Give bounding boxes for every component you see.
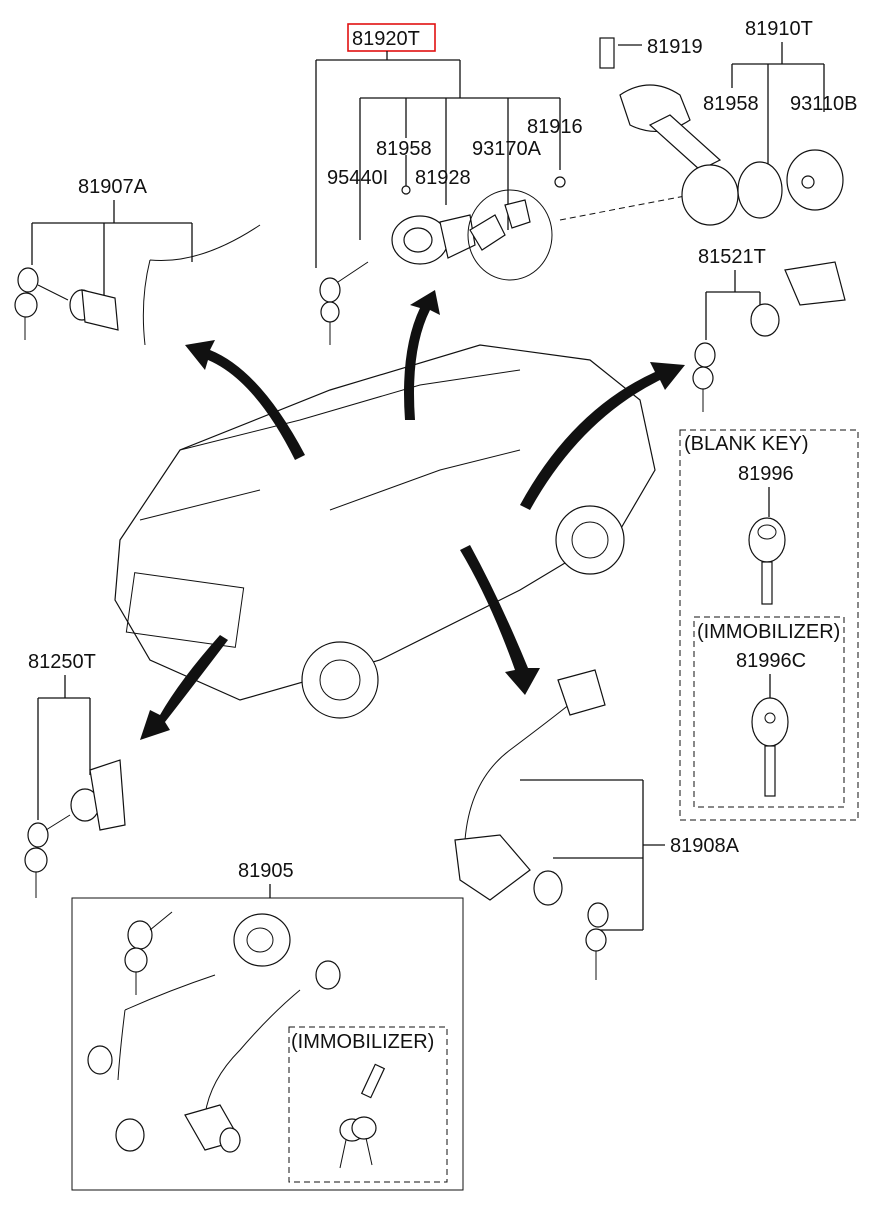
immobilizer-coil-icon (467, 189, 553, 281)
arrow-to-81908A (460, 545, 540, 695)
tailgate-key-icon (24, 814, 71, 898)
key-cylinder-icon (786, 149, 844, 211)
kit-ignition-cylinder-icon (233, 913, 291, 967)
door-rod-icon (142, 224, 261, 346)
label-81916[interactable]: 81916 (527, 116, 583, 138)
kit-box (71, 897, 464, 1191)
label-81910T[interactable]: 81910T (745, 18, 813, 40)
arrow-to-81521T (520, 362, 685, 510)
kit-fuel-cylinder-icon (315, 960, 341, 990)
door-handle-rod-icon (464, 669, 606, 841)
label-81521T[interactable]: 81521T (698, 246, 766, 268)
immobilizer-key-icon (751, 697, 789, 797)
label-81905[interactable]: 81905 (238, 860, 294, 882)
ignition-lock-cylinder-icon (391, 155, 476, 265)
label-81908A[interactable]: 81908A (670, 835, 740, 857)
label-81958-a[interactable]: 81958 (376, 138, 432, 160)
ignition-key-icon (319, 261, 369, 345)
label-81919[interactable]: 81919 (647, 36, 703, 58)
immobilizer-key-title: (IMMOBILIZER) (697, 621, 840, 643)
kit-door-cylinder-icon (87, 1045, 113, 1075)
arrow-to-81250T (140, 635, 228, 740)
highlight-box (347, 23, 436, 52)
steering-lock-housing-icon (619, 84, 783, 226)
kit-tailgate-cylinder-icon (115, 1118, 145, 1152)
driver-door-lock-icon (454, 834, 609, 980)
kit-key-icon (124, 911, 173, 995)
kit-rod-right-icon (204, 989, 301, 1116)
immobilizer-key-box (693, 616, 845, 808)
screw-icon (554, 176, 566, 188)
label-93170A[interactable]: 93170A (472, 138, 542, 160)
fuel-door-icon (784, 261, 846, 306)
fuel-lock-cylinder-icon (750, 303, 780, 337)
label-81996C[interactable]: 81996C (736, 650, 806, 672)
label-81996[interactable]: 81996 (738, 463, 794, 485)
tailgate-lock-cylinder-icon (70, 759, 126, 831)
label-81250T[interactable]: 81250T (28, 651, 96, 673)
door-lock-key-icon (14, 267, 69, 340)
label-81958-b[interactable]: 81958 (703, 93, 759, 115)
label-81928[interactable]: 81928 (415, 167, 471, 189)
blank-key-title: (BLANK KEY) (684, 433, 808, 455)
blank-key-icon (748, 517, 786, 605)
label-95440I[interactable]: 95440I (327, 167, 388, 189)
kit-immobilizer-title: (IMMOBILIZER) (291, 1031, 434, 1053)
vehicle-outline (114, 344, 656, 719)
bolt-icon (599, 37, 615, 69)
blank-key-box (679, 429, 859, 821)
kit-rod-left-icon (117, 974, 216, 1081)
immobilizer-keyset-icon (339, 1063, 386, 1169)
label-81907A[interactable]: 81907A (78, 176, 148, 198)
arrow-to-81920T (404, 290, 440, 420)
kit-immobilizer-box (288, 1026, 448, 1183)
kit-lock-icon (219, 1127, 241, 1153)
label-81920T[interactable]: 81920T (352, 28, 420, 50)
fuel-door-key-icon (692, 342, 716, 412)
door-lock-cylinder-icon (69, 289, 119, 331)
label-93110B[interactable]: 93110B (790, 93, 857, 115)
arrow-to-81907A (185, 340, 305, 460)
